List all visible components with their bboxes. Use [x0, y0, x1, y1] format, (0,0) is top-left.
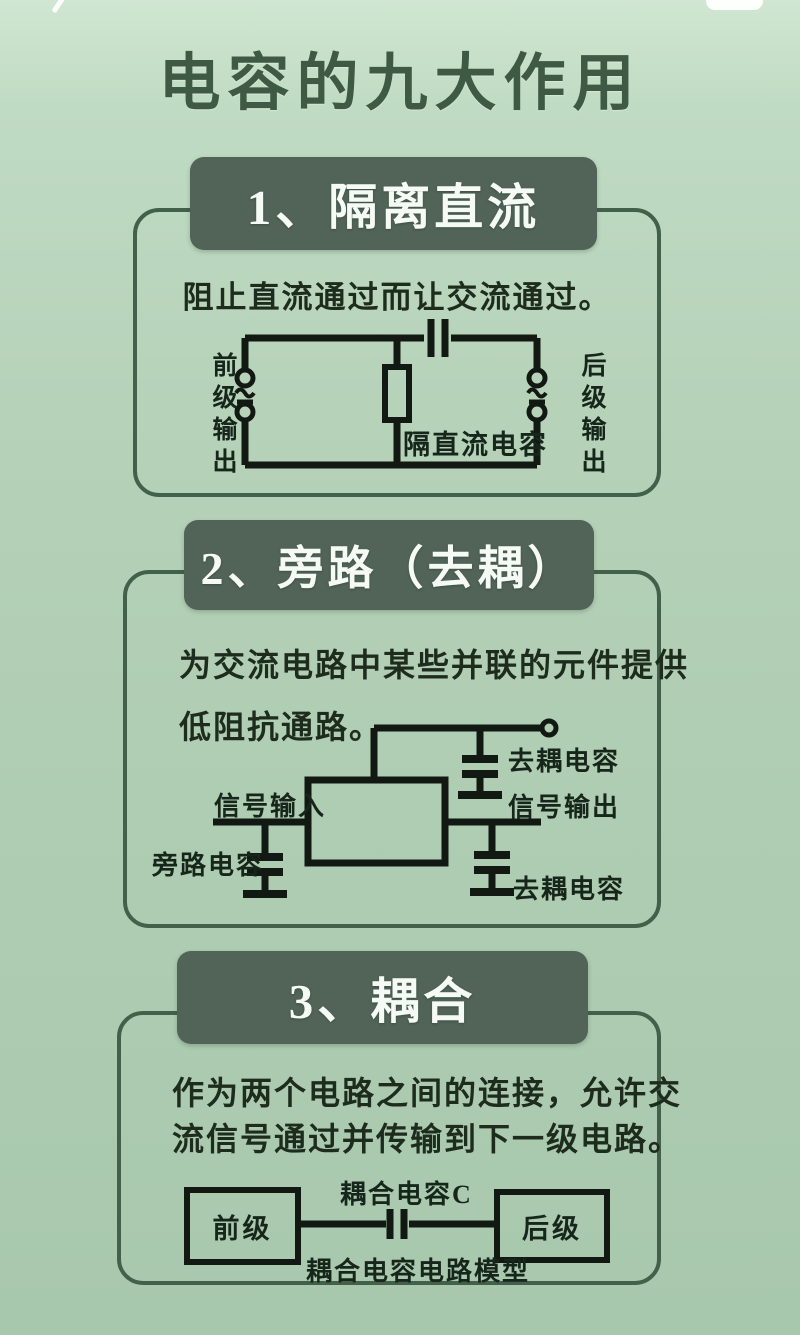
circuit1-dc-blocking: [234, 319, 548, 469]
circuit1-left-source-label: 前级输出: [209, 352, 236, 480]
circuit3-model-label: 耦合电容电路模型: [306, 1257, 531, 1286]
circuit3-coupling: [184, 1187, 610, 1265]
page-title: 电容的九大作用: [158, 50, 642, 118]
circuit2-signal-output-label: 信号输出: [508, 793, 621, 822]
section-1-title: 1、隔离直流: [246, 180, 541, 235]
section-1-header: 1、隔离直流: [190, 157, 597, 250]
section-2-header: 2、旁路（去耦）: [184, 520, 594, 610]
circuit3-rear-stage-label: 后级: [522, 1213, 582, 1244]
circuit2-bypass-label: 旁路电容: [152, 851, 265, 880]
section-3-header: 3、耦合: [177, 951, 588, 1044]
section-2-title: 2、旁路（去耦）: [200, 543, 578, 594]
section-3-description-line1: 作为两个电路之间的连接，允许交: [172, 1075, 683, 1111]
circuit2-bypass-decoupling: [213, 718, 559, 898]
circuit1-right-source-label: 后级输出: [578, 352, 605, 480]
circuit3-coupling-cap-label: 耦合电容C: [340, 1180, 473, 1209]
section-2-description-line2: 低阻抗通路。: [179, 709, 384, 745]
section-3-description-line2: 流信号通过并传输到下一级电路。: [172, 1121, 683, 1157]
circuit2-signal-input-label: 信号输入: [214, 792, 327, 821]
circuit1-capacitor-label: 隔直流电容: [403, 430, 548, 460]
circuit3-front-stage-label: 前级: [212, 1213, 273, 1244]
circuit2-decouple-bottom-label: 去耦电容: [513, 875, 626, 904]
circuit2-decouple-top-label: 去耦电容: [508, 747, 621, 776]
section-3-title: 3、耦合: [288, 974, 477, 1029]
section-2-description-line1: 为交流电路中某些并联的元件提供: [179, 647, 690, 683]
section-1-description: 阻止直流通过而让交流通过。: [182, 280, 612, 315]
window-control-fragment-icon: [706, 0, 763, 10]
